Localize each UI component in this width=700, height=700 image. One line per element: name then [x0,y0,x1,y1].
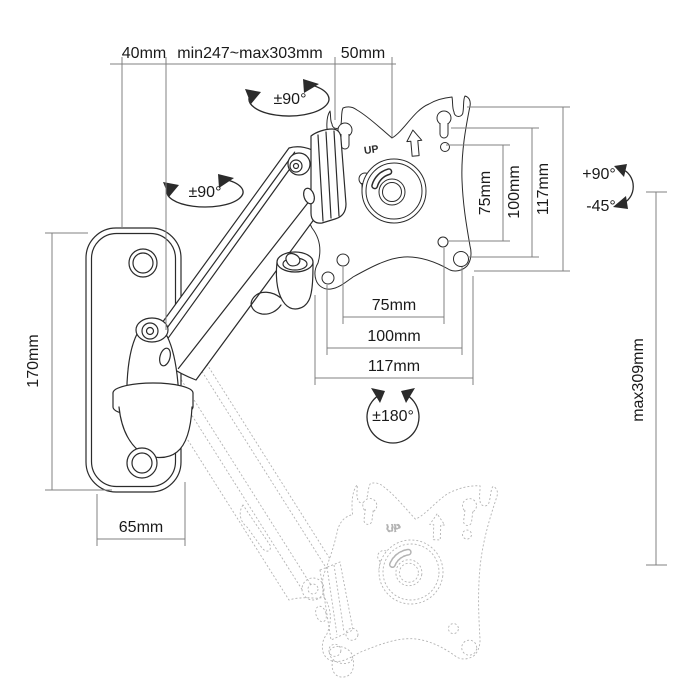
dim-vesa-v75-label: 75mm [477,171,494,215]
dimension-wall-plate-width: 65mm [96,482,186,546]
dim-plate-offset-label: 50mm [341,45,385,62]
tilt-up-label: +90° [582,166,616,183]
ghost-pivot-bolt-inner [307,583,319,595]
swivel-elbow-label: ±90° [189,184,222,201]
tilt-annotation: +90° -45° [582,164,634,215]
rotation-arrowhead-icon [401,388,415,403]
ghost-tilt-bracket [319,561,354,641]
rotation-arrowhead-icon [614,164,627,177]
tilt-bracket-ribs [317,130,340,222]
rotation-180-arc [366,393,420,444]
joint-top-bolt-center [145,326,155,336]
wall-screw-hole-top-inner [132,252,154,274]
tilt-bracket [287,128,347,224]
dim-extension-lines [52,232,112,491]
dim-vesa-h100-label: 100mm [367,328,420,345]
dim-extension-lines [467,106,563,272]
dimension-top: 40mm min247~max303mm 50mm [110,45,396,330]
joint-cup [118,406,193,459]
knob-bolt [285,252,301,267]
arm-pivot-bolt-center [292,162,300,170]
joint-post-slot [159,347,171,367]
wall-swivel-joint [112,317,194,479]
ghost-teardrop-hole [315,605,327,623]
rotation-arrowhead-icon [163,182,179,197]
swivel-elbow-annotation: ±90° [163,174,244,208]
dim-extension-lines [342,248,445,317]
dimension-wall-plate-height: 170mm [25,232,112,491]
ghost-tension-knob [328,645,354,665]
dim-wall-height-label: 170mm [25,334,42,387]
rotation-arrowhead-icon [245,89,261,104]
swivel-front-arc [248,84,330,117]
dim-extension-lines [446,144,503,242]
dim-arm-reach-label: min247~max303mm [177,45,322,62]
teardrop-hole [303,187,315,205]
dim-wall-width-label: 65mm [119,519,163,536]
dim-extension-lines [121,64,393,330]
swivel-front-label: ±90° [274,91,307,108]
rotation-arrowhead-icon [371,388,385,403]
tilt-down-label: -45° [586,198,616,215]
dim-vesa-h117-label: 117mm [368,358,420,375]
joint-bottom-boss-inner [131,452,153,474]
rotation-arrowhead-icon [303,79,319,93]
arm-housing-lines [151,151,333,370]
ghost-arm-clip [239,504,271,552]
dim-vesa-v117-label: 117mm [535,163,552,215]
swivel-elbow-arc [166,179,244,208]
knob-hook [250,291,282,315]
swivel-front-annotation: ±90° [245,79,330,117]
dimension-vesa-horizontal: 75mm 100mm 117mm [314,248,474,385]
dim-height-range-label: max309mm [630,338,647,422]
dim-vesa-h75-label: 75mm [372,297,416,314]
knob-body [275,261,314,310]
dim-extension-lines [451,127,532,258]
dim-extension-lines [314,276,474,378]
dimension-height-range: max309mm [630,191,667,566]
rotation-arrowhead-icon [613,196,628,209]
rotation-arrowhead-icon [218,174,234,188]
rotation-annotations: ±90° ±90° +90° -45° ±180° [163,79,634,444]
dim-ticks [646,191,667,566]
rotation-180-annotation: ±180° [366,388,420,444]
dim-extension-lines [326,267,463,348]
ghost-tension-knob-body [331,657,355,678]
rotation-180-label: ±180° [372,408,414,425]
tension-knob [250,251,314,315]
ghost-pivot-bolt [301,577,325,601]
dimension-vesa-vertical: 75mm 100mm 117mm [446,106,570,272]
dim-vesa-v100-label: 100mm [506,165,523,218]
ghost-lowered-position [147,345,499,679]
dim-arm-depth-label: 40mm [122,45,166,62]
dim-extension-lines [96,482,186,539]
